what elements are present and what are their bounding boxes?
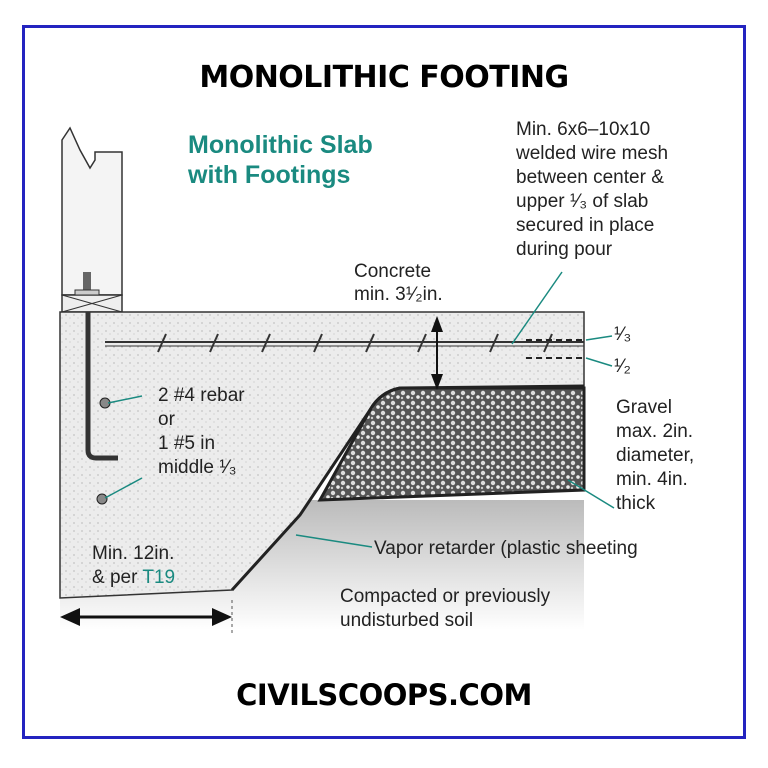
gravel-note-line: min. 4in. [616,469,688,490]
rebar-note-line: 2 #4 rebar [158,385,245,406]
rebar-note: 2 #4 rebar or 1 #5 in middle ¹⁄₃ [158,384,245,480]
fraction-half-label: ¹⁄₂ [614,356,631,377]
mesh-note: Min. 6x6–10x10 welded wire mesh between … [516,118,668,262]
rebar-note-line: middle ¹⁄₃ [158,457,237,478]
gravel-note-line: thick [616,493,656,514]
gravel-note-line: max. 2in. [616,421,694,442]
frame-border [22,25,746,739]
footing-ref-link: T19 [142,567,176,588]
gravel-note: Gravel max. 2in. diameter, min. 4in. thi… [616,396,694,516]
soil-note-line: Compacted or previously [340,586,551,607]
wall-stud [61,126,123,313]
mesh-note-line: during pour [516,239,613,260]
rebar-note-line: 1 #5 in [158,433,216,454]
mesh-note-line: upper ¹⁄₃ of slab [516,191,649,212]
fraction-third-label: ¹⁄₃ [614,324,632,345]
mesh-note-line: welded wire mesh [516,143,669,164]
vapor-retarder-note: Vapor retarder (plastic sheeting [374,538,638,559]
subtitle-line-1: Monolithic Slab [188,131,373,159]
footing-width-note: Min. 12in. & per T19 [92,542,175,590]
gravel-note-line: diameter, [616,445,695,466]
soil-note: Compacted or previously undisturbed soil [340,585,550,633]
footing-width-line: & per [92,567,143,588]
subtitle-line-2: with Footings [188,161,351,189]
concrete-note-line: Concrete [354,261,432,282]
site-footer: CIVILSCOOPS.COM [236,678,532,712]
concrete-note-line: min. 3¹⁄₂in. [354,284,443,305]
diagram-subtitle: Monolithic Slab with Footings [188,130,373,190]
footing-width-line: Min. 12in. [92,543,175,564]
page-title: MONOLITHIC FOOTING [199,60,569,95]
gravel-note-line: Gravel [616,397,672,418]
mesh-note-line: secured in place [516,215,655,236]
mesh-note-line: between center & [516,167,664,188]
mesh-note-line: Min. 6x6–10x10 [516,119,651,140]
soil-note-line: undisturbed soil [340,610,474,631]
rebar-note-line: or [158,409,175,430]
concrete-note: Concrete min. 3¹⁄₂in. [354,260,443,306]
